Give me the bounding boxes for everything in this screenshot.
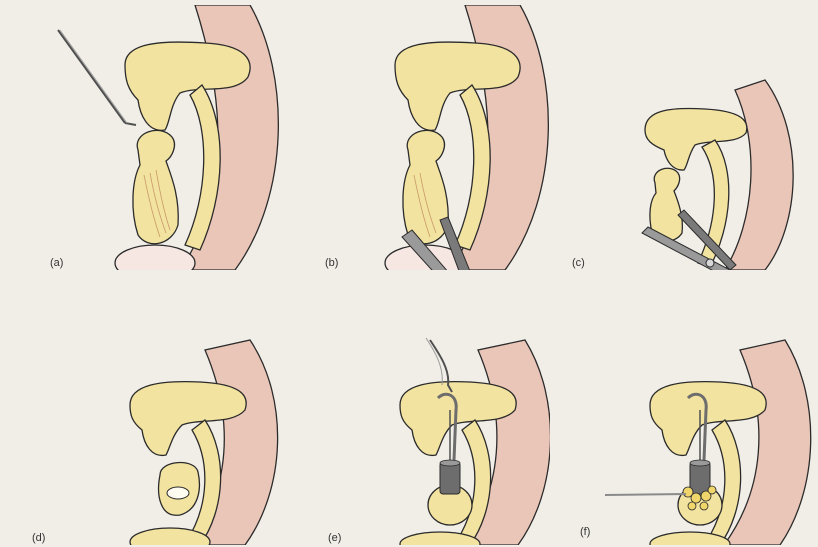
panel-label: (b) — [325, 257, 338, 269]
panel-c-drawing — [560, 5, 818, 270]
panel-e: (e) — [290, 280, 550, 545]
panel-c: (c) — [560, 5, 818, 270]
suction-needle — [605, 494, 686, 495]
canal-wall — [725, 80, 793, 270]
stapes-head — [133, 130, 178, 243]
panel-b-drawing — [290, 5, 550, 270]
panel-e-drawing — [290, 280, 550, 545]
piston-icon — [440, 462, 460, 494]
panel-b: (b) — [290, 5, 550, 270]
panel-d-drawing — [20, 280, 280, 545]
panel-label: (e) — [328, 532, 341, 544]
panel-d: (d) — [20, 280, 280, 545]
panel-label: (c) — [572, 257, 585, 269]
panel-label: (f) — [580, 526, 590, 538]
oval-window-fenestration — [167, 487, 189, 499]
piston-icon — [690, 462, 710, 494]
panel-f-drawing — [560, 280, 818, 545]
panel-f: (f) — [560, 280, 818, 545]
stapes-head — [403, 130, 448, 243]
panel-label: (a) — [50, 257, 63, 269]
canal-wall — [724, 340, 811, 545]
hook-probe-shaft — [58, 30, 125, 123]
hook-probe-tip — [125, 123, 136, 125]
incus-body — [650, 382, 766, 456]
panel-a-drawing — [20, 5, 280, 270]
hook-probe-line — [60, 30, 127, 123]
round-window-bulge — [115, 245, 195, 270]
panel-a: (a) — [20, 5, 280, 270]
incus-body — [645, 108, 747, 170]
panel-label: (d) — [32, 532, 45, 544]
